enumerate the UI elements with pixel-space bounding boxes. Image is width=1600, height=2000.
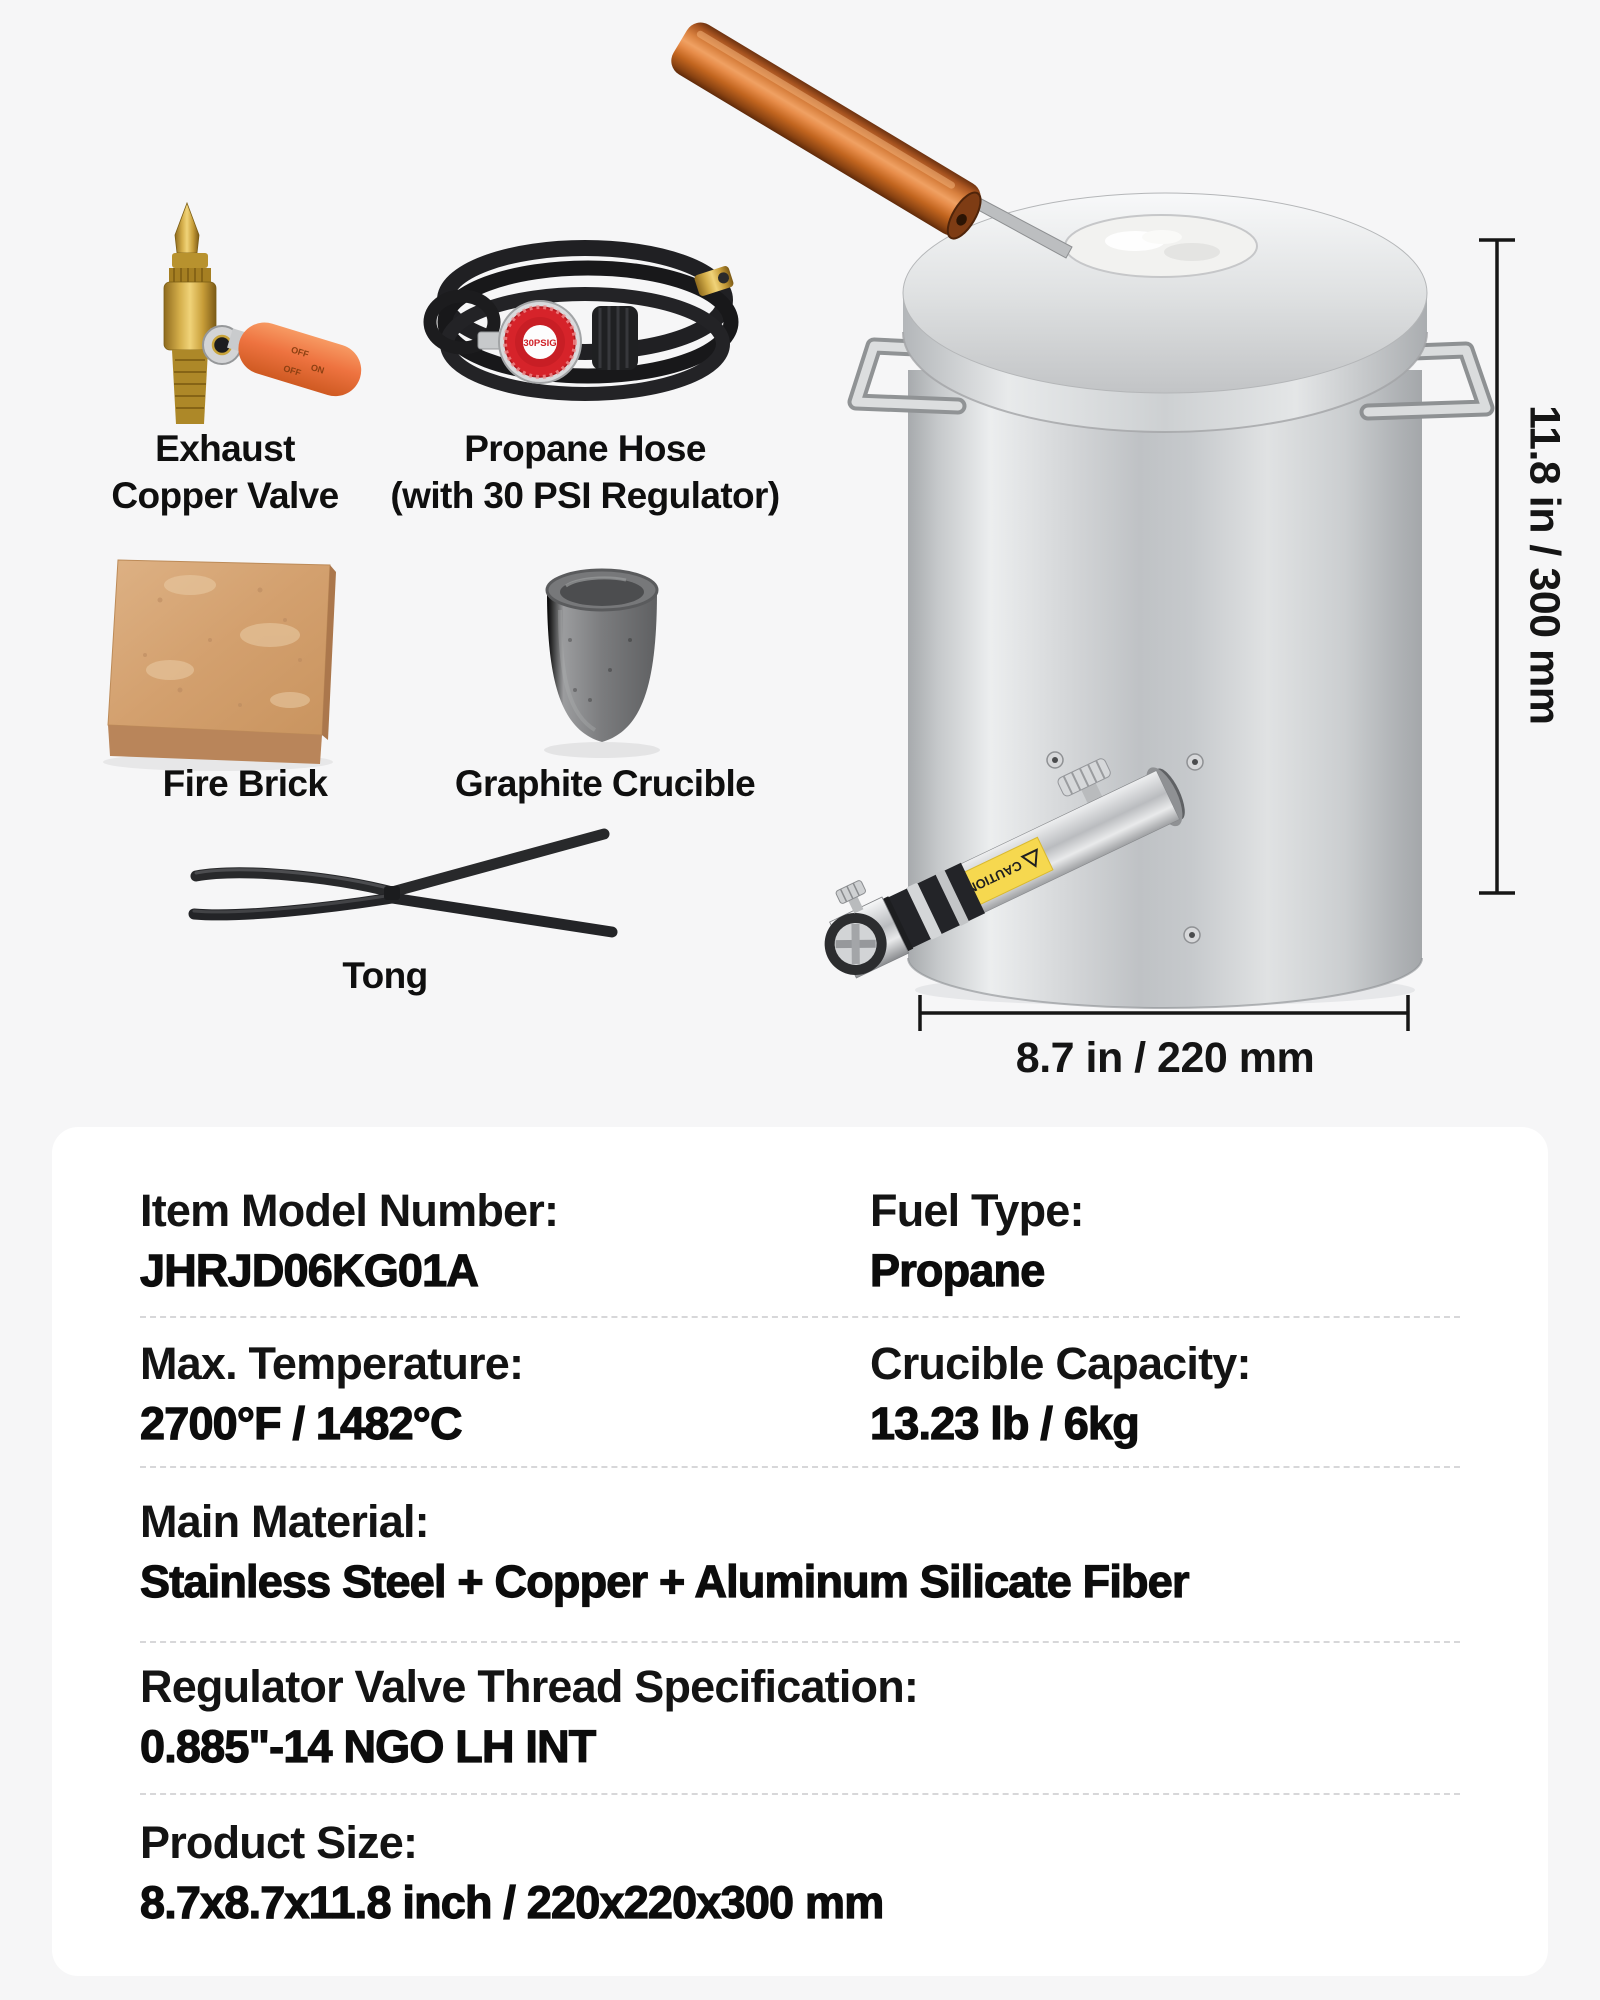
spec-cell-temperature: Max. Temperature: 2700°F / 1482°C bbox=[139, 1336, 870, 1466]
hose-label-line2: (with 30 PSI Regulator) bbox=[390, 475, 780, 516]
height-dimension-line bbox=[1479, 238, 1515, 895]
valve-label-line1: Exhaust bbox=[155, 428, 295, 469]
hose-brass-fitting bbox=[694, 266, 734, 296]
spec-row-temp-capacity: Max. Temperature: 2700°F / 1482°C Crucib… bbox=[139, 1318, 1460, 1468]
spec-row-size: Product Size: 8.7x8.7x11.8 inch / 220x22… bbox=[139, 1795, 1460, 1976]
graphite-crucible-image bbox=[544, 568, 660, 758]
spec-cell-model: Item Model Number: JHRJD06KG01A bbox=[139, 1183, 870, 1316]
width-dimension-line bbox=[918, 995, 1410, 1031]
spec-label: Main Material: bbox=[140, 1496, 430, 1547]
valve-mark-on: ON bbox=[310, 362, 326, 376]
spec-label: Item Model Number: bbox=[140, 1185, 559, 1236]
spec-cell-fuel: Fuel Type: Propane bbox=[869, 1183, 1460, 1316]
valve-lever: OFF ON OFF bbox=[227, 322, 362, 397]
height-dimension-label: 11.8 in / 300 mm bbox=[1520, 405, 1569, 725]
lid-opening bbox=[1064, 214, 1258, 278]
hose-label: Propane Hose (with 30 PSI Regulator) bbox=[345, 425, 825, 519]
spec-label: Crucible Capacity: bbox=[870, 1338, 1252, 1389]
tong-label: Tong bbox=[342, 955, 428, 996]
product-scene: CAUTION bbox=[60, 22, 1569, 1082]
product-graphics: CAUTION bbox=[103, 22, 1515, 1031]
spec-value: Stainless Steel + Copper + Aluminum Sili… bbox=[139, 1555, 1190, 1607]
regulator-dial: 30PSIG bbox=[498, 300, 582, 384]
spec-value: JHRJD06KG01A bbox=[139, 1244, 479, 1296]
burner-assembly: CAUTION bbox=[824, 758, 1185, 979]
fire-brick-label: Fire Brick bbox=[162, 763, 328, 804]
lift-handle bbox=[671, 22, 982, 240]
regulator-badge-text: 30PSIG bbox=[523, 338, 556, 349]
spec-label: Max. Temperature: bbox=[140, 1338, 524, 1389]
width-dimension-label: 8.7 in / 220 mm bbox=[1015, 1034, 1315, 1082]
exhaust-valve-image: OFF ON OFF bbox=[163, 201, 362, 424]
spec-value: 8.7x8.7x11.8 inch / 220x220x300 mm bbox=[139, 1876, 884, 1928]
spec-value: 13.23 lb / 6kg bbox=[869, 1397, 1140, 1449]
tong-image bbox=[188, 828, 618, 938]
hose-connector-nut bbox=[592, 306, 638, 370]
spec-row-thread: Regulator Valve Thread Specification: 0.… bbox=[139, 1643, 1460, 1795]
hose-label-line1: Propane Hose bbox=[464, 428, 706, 469]
spec-value: 2700°F / 1482°C bbox=[139, 1397, 463, 1449]
valve-label: Exhaust Copper Valve bbox=[60, 425, 390, 519]
spec-label: Regulator Valve Thread Specification: bbox=[140, 1661, 919, 1712]
spec-value: Propane bbox=[869, 1244, 1045, 1296]
valve-label-line2: Copper Valve bbox=[111, 475, 339, 516]
burner-caution-label: CAUTION bbox=[950, 836, 1054, 912]
spec-panel: Item Model Number: JHRJD06KG01A Fuel Typ… bbox=[52, 1127, 1548, 1976]
spec-label: Fuel Type: bbox=[870, 1185, 1084, 1236]
spec-value: 0.885"-14 NGO LH INT bbox=[139, 1720, 596, 1772]
graphite-crucible-label: Graphite Crucible bbox=[454, 763, 756, 804]
fire-brick-image bbox=[103, 559, 336, 771]
body-screws bbox=[1046, 751, 1204, 944]
furnace-image: CAUTION bbox=[671, 22, 1495, 1009]
spec-label: Product Size: bbox=[140, 1817, 418, 1868]
propane-hose-image: 30PSIG bbox=[423, 240, 739, 401]
spec-row-model-fuel: Item Model Number: JHRJD06KG01A Fuel Typ… bbox=[139, 1127, 1460, 1318]
spec-cell-capacity: Crucible Capacity: 13.23 lb / 6kg bbox=[869, 1336, 1460, 1466]
furnace-lid bbox=[902, 192, 1428, 433]
spec-row-material: Main Material: Stainless Steel + Copper … bbox=[139, 1468, 1460, 1643]
